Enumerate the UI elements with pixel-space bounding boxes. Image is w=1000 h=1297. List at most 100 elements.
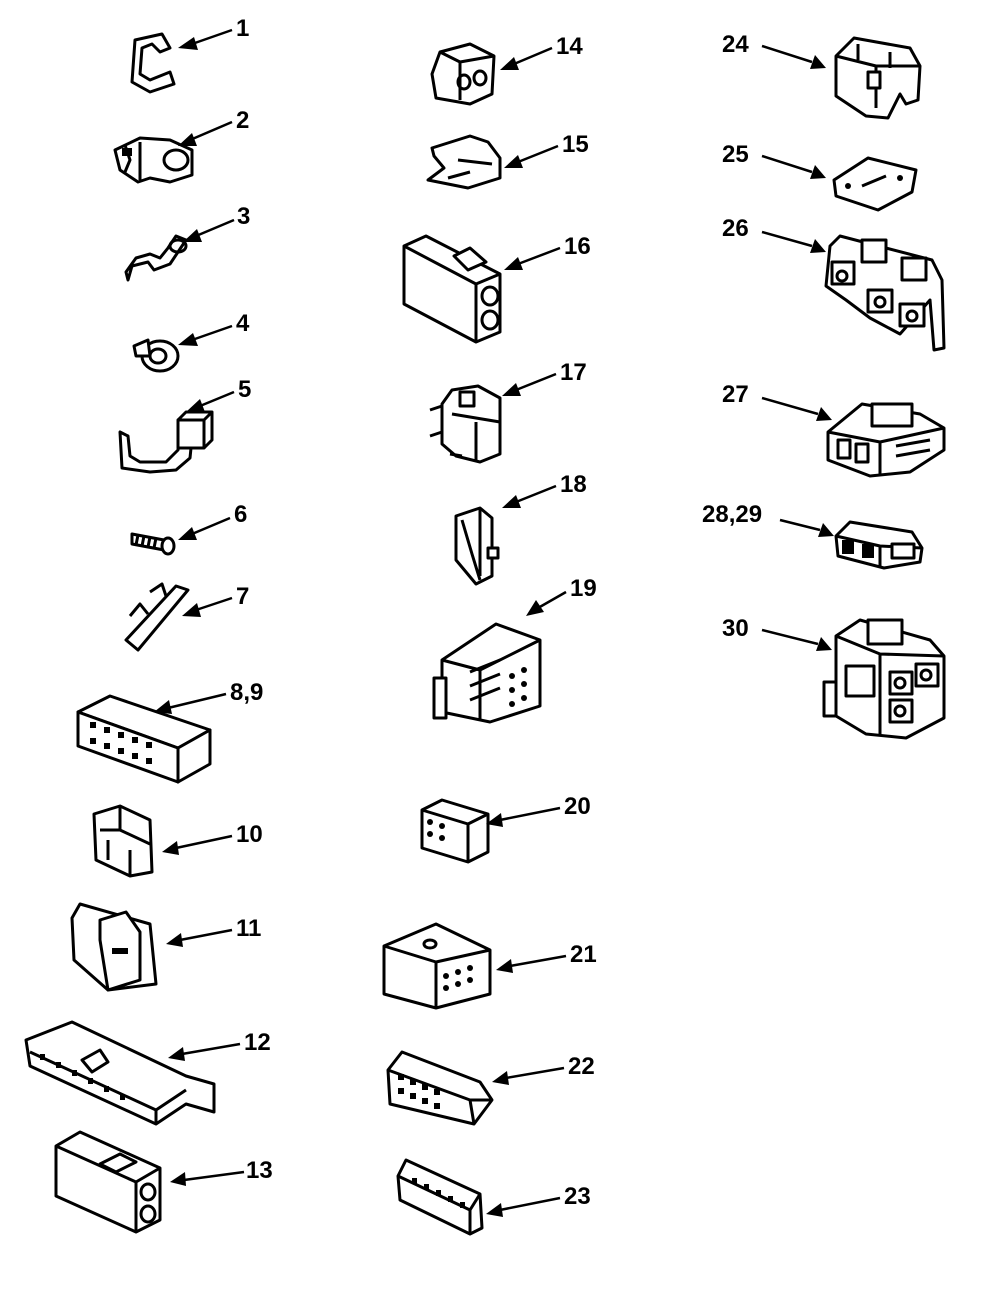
part-17-plug	[429, 384, 502, 464]
callout-1: 1	[236, 15, 249, 42]
callout-22: 22	[568, 1053, 595, 1080]
part-4-grommet	[132, 338, 180, 373]
arrowhead-1	[178, 37, 198, 50]
part-25-plate	[832, 156, 918, 212]
part-30-relay-assembly	[822, 618, 946, 740]
leader-11	[179, 928, 233, 942]
callout-10: 10	[236, 821, 263, 848]
leader-21	[509, 954, 567, 968]
leader-30	[761, 628, 819, 646]
callout-12: 12	[244, 1029, 271, 1056]
arrowhead-21	[496, 959, 513, 973]
part-13-rect-housing	[54, 1130, 162, 1234]
arrowhead-10	[162, 841, 179, 855]
arrowhead-22	[492, 1071, 509, 1085]
leader-7	[195, 596, 233, 612]
leader-1	[191, 28, 233, 46]
arrowhead-7	[182, 603, 201, 617]
callout-11: 11	[236, 915, 261, 942]
arrowhead-4	[178, 333, 198, 346]
callout-8-9: 8,9	[230, 679, 263, 706]
part-24-dual-housing	[834, 36, 922, 120]
leader-5	[199, 390, 235, 408]
arrowhead-11	[166, 933, 183, 947]
arrowhead-2	[178, 133, 197, 146]
part-1-clip	[130, 32, 176, 94]
leader-25	[761, 154, 813, 174]
part-7-retainer-bar	[124, 582, 190, 652]
leader-15	[517, 144, 559, 164]
callout-27: 27	[722, 381, 749, 408]
arrowhead-26	[810, 239, 826, 253]
callout-6: 6	[234, 501, 247, 528]
leader-13	[183, 1170, 245, 1182]
leader-24	[761, 44, 813, 64]
arrowhead-24	[810, 55, 826, 69]
leader-26	[761, 230, 813, 248]
leader-22	[505, 1066, 565, 1080]
callout-4: 4	[236, 310, 250, 337]
leader-10	[175, 834, 233, 850]
part-5-cable-clamp	[118, 410, 214, 474]
arrowhead-16	[504, 257, 523, 270]
part-20-cube-connector	[420, 798, 490, 864]
leader-4	[191, 324, 233, 342]
part-16-housing	[402, 234, 502, 344]
callout-5: 5	[238, 376, 251, 403]
callout-25: 25	[722, 141, 749, 168]
arrowhead-28-29	[818, 523, 834, 537]
leader-28-29	[779, 518, 821, 532]
part-6-screw	[130, 532, 176, 556]
leader-23	[499, 1196, 561, 1212]
callout-18: 18	[560, 471, 587, 498]
arrowhead-20	[486, 813, 503, 827]
part-22-multi-connector	[386, 1050, 494, 1126]
arrowhead-19	[526, 600, 544, 616]
leader-27	[761, 396, 819, 416]
part-15-sleeve	[426, 134, 502, 190]
callout-13: 13	[246, 1157, 273, 1184]
callout-14: 14	[556, 33, 583, 60]
callout-24: 24	[722, 31, 749, 58]
leader-18	[515, 484, 557, 504]
callout-7: 7	[236, 583, 249, 610]
leader-16	[517, 246, 561, 266]
callout-2: 2	[236, 107, 249, 134]
arrowhead-14	[500, 57, 519, 70]
arrowhead-27	[816, 407, 832, 421]
part-26-relay-board	[824, 234, 946, 352]
leader-19	[537, 590, 567, 610]
part-21-block-connector	[382, 922, 492, 1010]
callout-15: 15	[562, 131, 589, 158]
part-10-housing	[92, 804, 154, 878]
arrowhead-12	[168, 1047, 185, 1061]
leader-8-9	[167, 692, 227, 710]
part-28-29-terminal	[834, 520, 924, 570]
part-18-latch	[454, 506, 500, 586]
part-27-socket	[826, 402, 946, 478]
leader-6	[191, 516, 231, 536]
callout-16: 16	[564, 233, 591, 260]
leader-17	[515, 372, 557, 392]
arrowhead-6	[178, 527, 197, 540]
arrowhead-3	[183, 229, 202, 242]
callout-23: 23	[564, 1183, 591, 1210]
part-2-bracket	[113, 136, 194, 184]
arrowhead-25	[810, 165, 826, 179]
arrowhead-30	[816, 637, 832, 651]
part-19-header-connector	[432, 622, 542, 724]
part-12-strip-connector	[24, 1020, 216, 1126]
leader-20	[499, 806, 561, 822]
arrowhead-15	[504, 155, 523, 168]
part-8-9-connector	[76, 694, 212, 784]
callout-20: 20	[564, 793, 591, 820]
leader-14	[513, 46, 553, 66]
callout-3: 3	[237, 203, 250, 230]
leader-12	[181, 1042, 241, 1056]
callout-28-29: 28,29	[702, 501, 762, 528]
part-14-plug	[430, 42, 496, 106]
leader-3	[195, 218, 235, 238]
arrowhead-17	[502, 383, 521, 396]
arrowhead-23	[486, 1203, 503, 1217]
